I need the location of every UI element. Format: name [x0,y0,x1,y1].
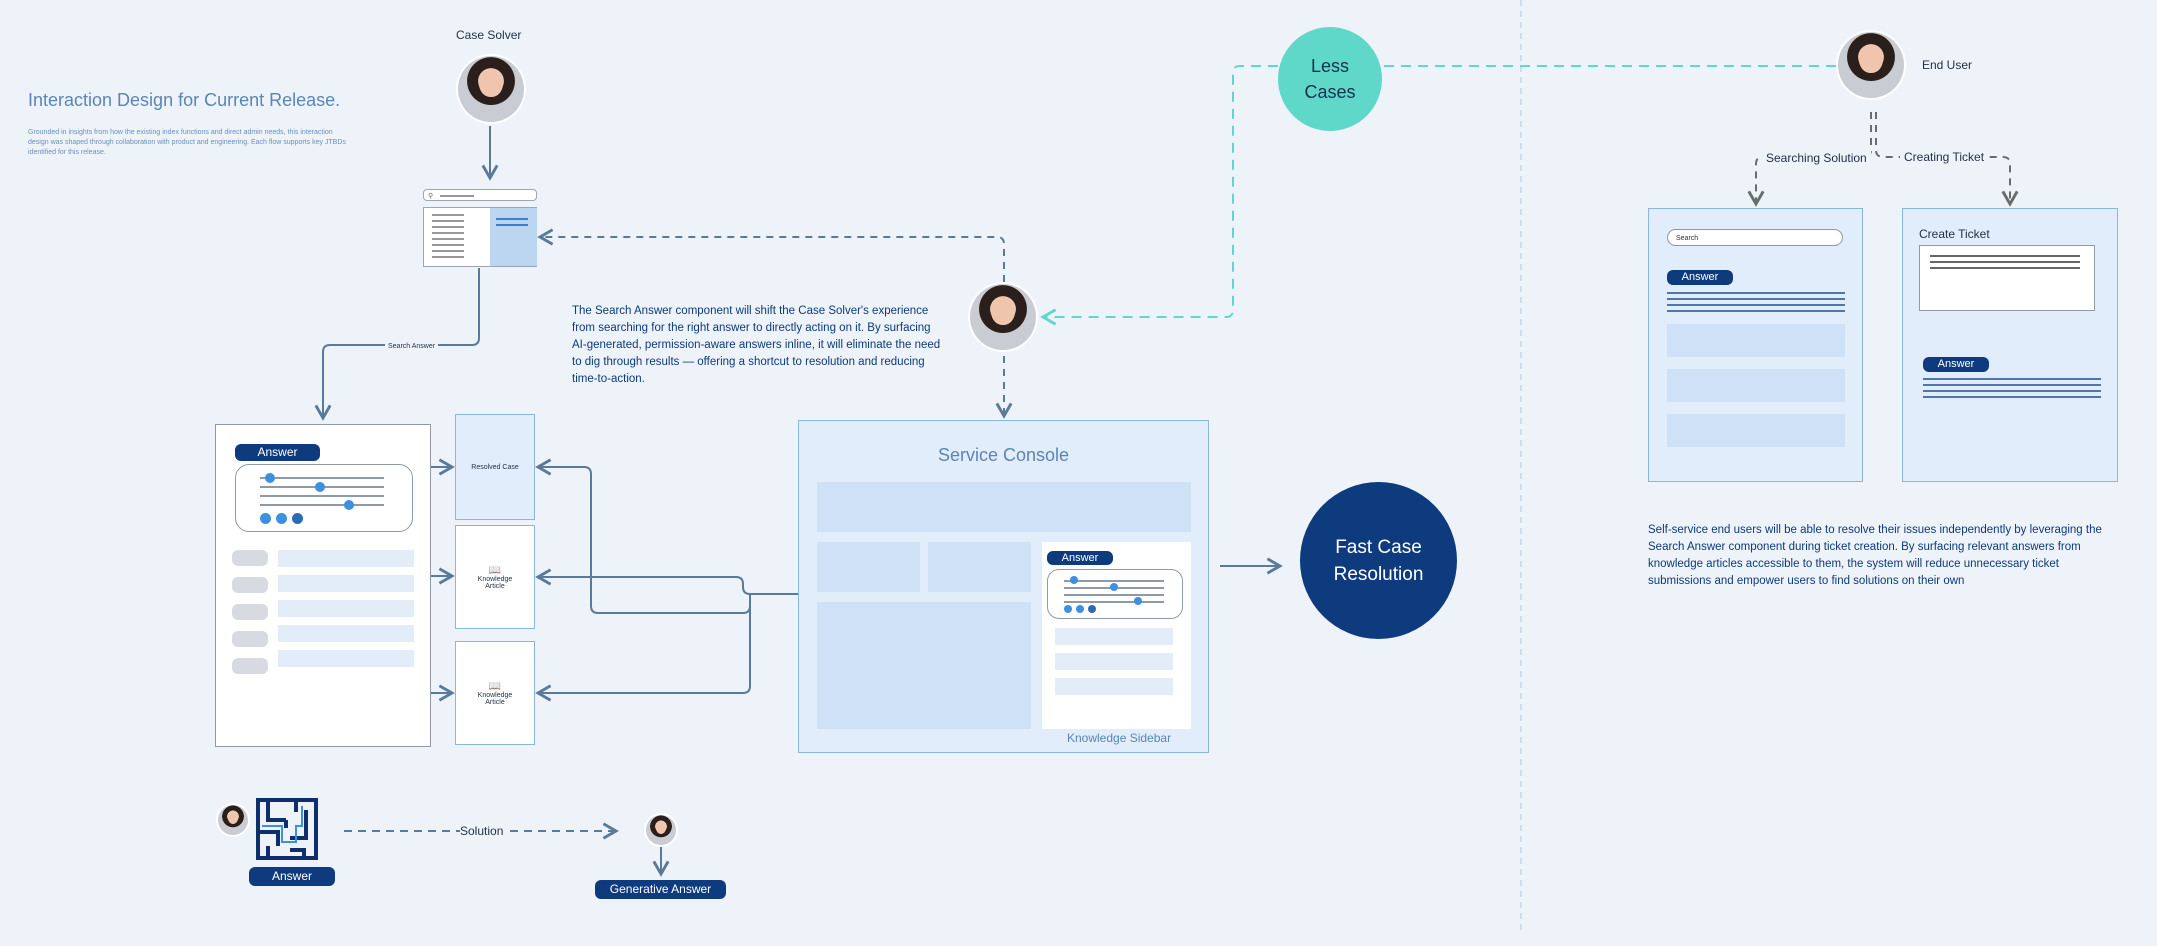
maze-icon [256,798,318,860]
search-input[interactable]: Search [1667,229,1843,246]
answer-card [235,464,413,532]
book-icon: 📖 [488,680,502,692]
agent-avatar [970,284,1036,350]
less-cases-line2: Cases [1304,82,1356,102]
knowledge-sidebar-label: Knowledge Sidebar [1067,731,1172,745]
search-placeholder-line [440,195,474,197]
page-intro: Grounded in insights from how the existi… [28,129,346,156]
knowledge-article-box-1: 📖 Knowledge Article [455,525,535,629]
console-answer-card [1047,569,1183,619]
generative-user-avatar [646,815,676,845]
page-title: Interaction Design for Current Release. [28,90,341,110]
mini-results-screen [423,207,537,267]
searching-solution-label: Searching Solution [1762,151,1871,165]
service-console: Service Console Answer Knowledge Sidebar [798,420,1209,753]
knowledge-article-label-2: Knowledge Article [477,691,513,706]
search-icon: ⚲ [428,193,434,200]
end-user-avatar [1838,32,1904,98]
search-answer-flow-label: Search Answer [385,343,439,350]
creating-ticket-label: Creating Ticket [1900,150,1989,164]
ticket-textarea[interactable] [1919,245,2095,311]
knowledge-article-box-2: 📖 Knowledge Article [455,641,535,745]
case-solver-label: Case Solver [456,28,522,42]
knowledge-sidebar: Answer [1042,542,1191,729]
fast-case-resolution-circle: Fast Case Resolution [1300,482,1457,639]
case-solver-description: The Search Answer component will shift t… [572,305,941,385]
search-answer-pill: Answer [1667,270,1733,285]
create-ticket-panel: Create Ticket Answer [1902,208,2118,482]
knowledge-article-label-1: Knowledge Article [477,575,513,590]
less-cases-circle: Less Cases [1278,27,1382,131]
resolved-case-label: Resolved Case [471,463,519,471]
fast-case-line2: Resolution [1333,563,1424,585]
create-ticket-title: Create Ticket [1919,227,1990,241]
bottom-user-avatar [218,805,248,835]
ticket-answer-pill: Answer [1923,357,1989,372]
index-screen: Answer [215,424,431,747]
fast-case-line1: Fast Case [1335,536,1422,558]
end-user-description: Self-service end users will be able to r… [1648,524,2102,587]
result-lines [432,214,464,216]
solution-label: Solution [460,824,504,838]
generative-answer-pill: Generative Answer [595,880,726,899]
answer-pill: Answer [235,444,320,461]
console-answer-pill: Answer [1047,551,1113,565]
bottom-answer-pill: Answer [249,867,335,886]
end-user-label: End User [1922,58,1973,72]
answer-preview-pane [490,208,537,266]
resolved-case-box: Resolved Case [455,414,535,520]
search-solution-panel: Search Answer [1648,208,1863,482]
less-cases-line1: Less [1310,56,1350,76]
book-icon: 📖 [488,564,502,576]
case-solver-avatar [458,56,524,122]
service-console-title: Service Console [937,445,1070,465]
mini-search-bar: ⚲ [423,189,537,201]
